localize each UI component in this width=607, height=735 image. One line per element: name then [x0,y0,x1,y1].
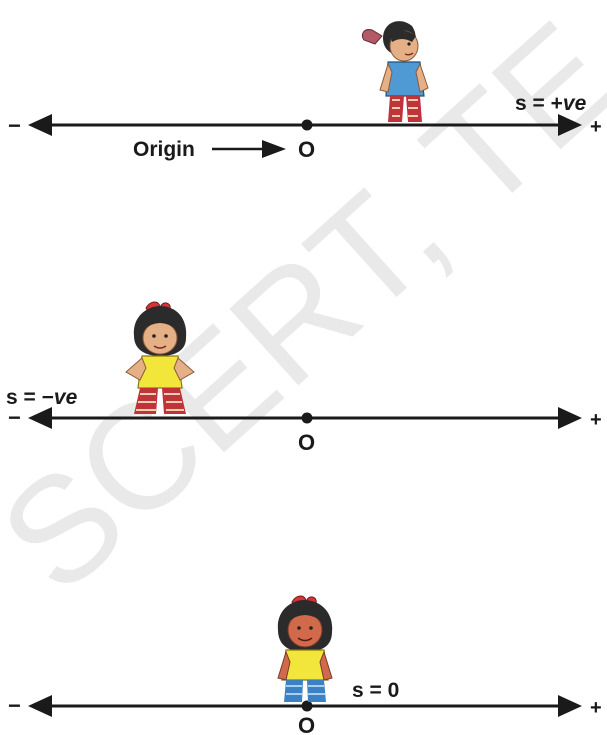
right-arrowhead [558,695,582,717]
panel-positive-displacement: − + O Origin s = +ve [8,21,602,162]
minus-sign: − [8,405,21,430]
girl-figure [277,595,333,702]
right-arrowhead [558,114,582,136]
plus-sign: + [590,116,602,138]
origin-pointer-arrowhead [262,140,286,158]
origin-label: O [298,137,315,162]
left-arrowhead [28,407,52,429]
displacement-label: s = −ve [6,386,78,409]
right-arrowhead [558,407,582,429]
displacement-label: s = 0 [352,679,399,702]
left-arrowhead [28,114,52,136]
girl-figure [361,21,429,122]
origin-point [301,700,313,712]
origin-label: O [298,713,315,735]
origin-point [301,119,313,131]
plus-sign: + [590,697,602,719]
origin-pointer-label: Origin [133,138,195,161]
panel-zero-displacement: − + O s = 0 [8,595,602,735]
origin-point [301,412,313,424]
minus-sign: − [8,693,21,718]
minus-sign: − [8,113,21,138]
panel-negative-displacement: − + O s = −ve [6,301,602,455]
left-arrowhead [28,695,52,717]
girl-figure [125,301,195,414]
displacement-label: s = +ve [515,92,587,115]
plus-sign: + [590,409,602,431]
origin-label: O [298,430,315,455]
